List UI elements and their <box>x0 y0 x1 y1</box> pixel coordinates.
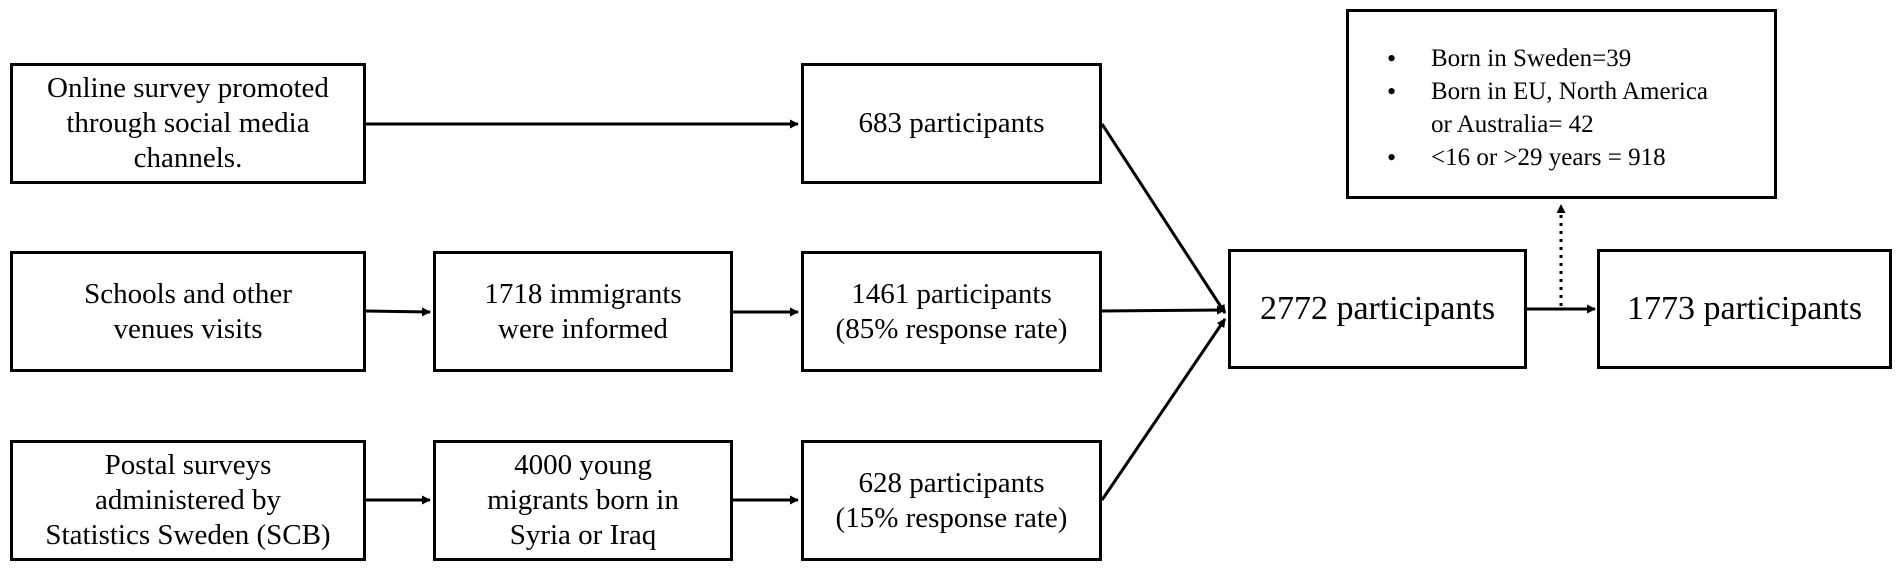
postal-survey-box: Postal surveys administered by Statistic… <box>10 440 366 561</box>
immigrants-informed-box: 1718 immigrants were informed <box>433 251 733 372</box>
young-migrants-line: 4000 young <box>514 449 652 481</box>
online-participants-box: 683 participants <box>801 63 1102 184</box>
exclusion-text: Born in Sweden=39 <box>1431 45 1632 72</box>
exclusion-item: Born in EU, North America or Australia= … <box>1369 75 1754 141</box>
arrow-1461-to-2772 <box>1101 305 1226 315</box>
online-participants-line: 683 participants <box>858 107 1045 139</box>
exclusion-text: <16 or >29 years = 918 <box>1431 144 1666 171</box>
exclusion-item: Born in Sweden=39 <box>1369 42 1754 75</box>
schools-participants-line: 1461 participants <box>851 277 1052 310</box>
online-survey-box: Online survey promoted through social me… <box>10 63 366 184</box>
exclusions-box: Born in Sweden=39 Born in EU, North Amer… <box>1346 9 1777 199</box>
postal-survey-line: Statistics Sweden (SCB) <box>45 519 331 551</box>
schools-participants-line: (85% response rate) <box>835 312 1068 345</box>
young-migrants-box: 4000 young migrants born in Syria or Ira… <box>433 440 733 561</box>
online-survey-line: Online survey promoted <box>47 72 329 104</box>
postal-participants-box: 628 participants (15% response rate) <box>801 440 1102 561</box>
young-migrants-line: Syria or Iraq <box>509 519 657 551</box>
postal-participants-line: 628 participants <box>858 466 1045 499</box>
postal-survey-line: Postal surveys <box>104 449 272 481</box>
schools-line: venues visits <box>113 312 263 345</box>
exclusions-list: Born in Sweden=39 Born in EU, North Amer… <box>1369 42 1754 174</box>
exclusion-text: Born in EU, North America <box>1431 78 1709 105</box>
schools-box: Schools and other venues visits <box>10 251 366 372</box>
young-migrants-line: migrants born in <box>487 484 679 516</box>
immigrants-informed-line: 1718 immigrants <box>484 277 682 310</box>
arrow-683-to-2772 <box>1100 123 1227 314</box>
postal-survey-line: administered by <box>94 484 282 516</box>
online-survey-line: through social media <box>66 107 310 139</box>
exclusion-item: <16 or >29 years = 918 <box>1369 141 1754 174</box>
total-participants-box: 2772 participants <box>1228 249 1527 369</box>
schools-participants-box: 1461 participants (85% response rate) <box>801 251 1102 372</box>
total-participants-line: 2772 participants <box>1259 290 1496 327</box>
arrow-628-to-2772 <box>1100 318 1227 501</box>
final-participants-line: 1773 participants <box>1626 290 1863 327</box>
schools-line: Schools and other <box>84 277 292 310</box>
final-participants-box: 1773 participants <box>1597 249 1892 369</box>
exclusion-text: or Australia= 42 <box>1431 111 1594 138</box>
arrow-schools-to-1718 <box>365 307 431 317</box>
postal-participants-line: (15% response rate) <box>835 501 1068 534</box>
online-survey-line: channels. <box>133 142 243 174</box>
immigrants-informed-line: were informed <box>498 312 668 345</box>
